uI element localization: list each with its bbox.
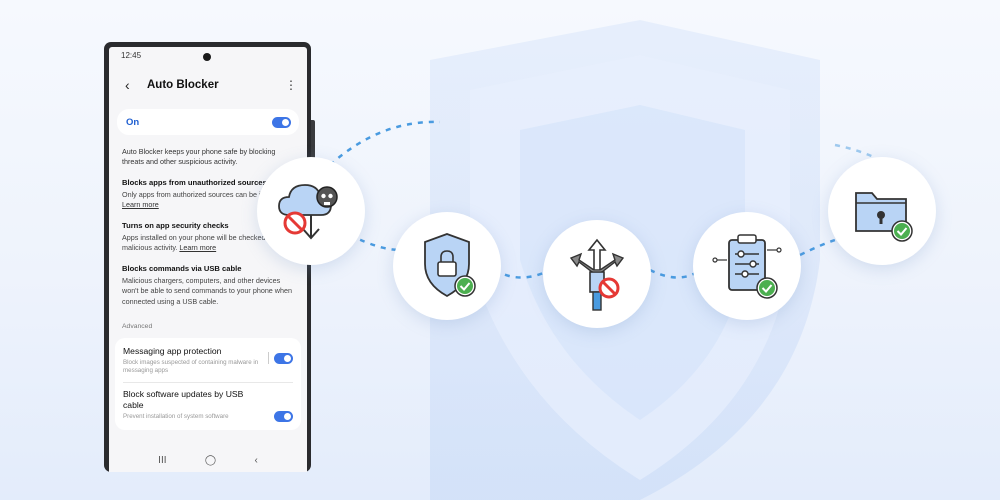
section-title-usb-commands: Blocks commands via USB cable <box>122 263 242 273</box>
phone-device: 12:45 ‹ Auto Blocker ⋮ On Auto Blocker k… <box>104 42 315 472</box>
learn-more-link[interactable]: Learn more <box>179 243 217 253</box>
setting-subtitle: Prevent installation of system software <box>123 413 229 421</box>
status-time: 12:45 <box>121 51 142 60</box>
setting-title: Messaging app protection <box>123 345 222 356</box>
feature-circle-blocked-download <box>257 157 365 265</box>
camera-cutout <box>203 53 211 61</box>
learn-more-link[interactable]: Learn more <box>122 200 159 210</box>
section-body-security-checks: Apps installed on your phone will be che… <box>122 233 294 254</box>
setting-text: Block software updates by USB cable Prev… <box>123 389 264 422</box>
setting-title: Block software updates by USB cable <box>123 388 244 410</box>
clipboard-settings-check-icon <box>712 234 782 299</box>
more-options-icon[interactable]: ⋮ <box>285 78 297 92</box>
section-text: Apps installed on your phone will be che… <box>122 232 276 253</box>
back-arrow-icon[interactable]: ‹ <box>125 77 130 93</box>
advanced-settings-card: Messaging app protection Block images su… <box>115 337 301 430</box>
messaging-protection-switch[interactable] <box>274 352 293 364</box>
home-icon[interactable]: ◯ <box>204 454 217 466</box>
section-title-security-checks: Turns on app security checks <box>122 220 229 230</box>
phone-side-button <box>311 120 315 160</box>
setting-row-messaging-protection[interactable]: Messaging app protection Block images su… <box>123 346 293 376</box>
status-bar: 12:45 <box>109 47 307 65</box>
nav-back-icon[interactable]: ‹ <box>254 454 258 466</box>
section-body-usb-commands: Malicious chargers, computers, and other… <box>122 275 292 306</box>
section-text: Only apps from authorized sources can be… <box>122 189 288 199</box>
row-separator <box>268 351 269 364</box>
setting-row-usb-updates[interactable]: Block software updates by USB cable Prev… <box>123 389 293 422</box>
feature-circle-locked-folder <box>828 157 936 265</box>
section-body-unauthorized-sources: Only apps from authorized sources can be… <box>122 190 294 211</box>
divider <box>123 381 293 383</box>
main-toggle-label: On <box>126 116 140 128</box>
main-toggle-card[interactable]: On <box>117 109 299 135</box>
usb-updates-switch[interactable] <box>274 410 293 422</box>
feature-circle-usb-blocked <box>543 220 651 328</box>
setting-subtitle: Block images suspected of containing mal… <box>123 359 259 375</box>
description-content: Auto Blocker keeps your phone safe by bl… <box>109 135 307 330</box>
locked-folder-check-icon <box>855 192 913 242</box>
navigation-bar: III ◯ ‹ <box>109 448 307 472</box>
app-header: ‹ Auto Blocker ⋮ <box>109 65 307 105</box>
phone-screen: 12:45 ‹ Auto Blocker ⋮ On Auto Blocker k… <box>109 47 307 472</box>
main-toggle-switch[interactable] <box>272 116 291 128</box>
feature-circle-shield-lock <box>393 212 501 320</box>
setting-text: Messaging app protection Block images su… <box>123 346 264 376</box>
section-title-unauthorized-sources: Blocks apps from unauthorized sources <box>122 177 267 187</box>
usb-blocked-icon <box>569 238 625 311</box>
blocked-cloud-download-icon <box>278 184 338 240</box>
recent-apps-icon[interactable]: III <box>158 454 167 466</box>
advanced-section-label: Advanced <box>122 322 153 330</box>
shield-lock-check-icon <box>424 233 476 298</box>
feature-description: Auto Blocker keeps your phone safe by bl… <box>122 147 276 167</box>
page-title: Auto Blocker <box>147 79 219 91</box>
feature-circle-clipboard-settings <box>693 212 801 320</box>
